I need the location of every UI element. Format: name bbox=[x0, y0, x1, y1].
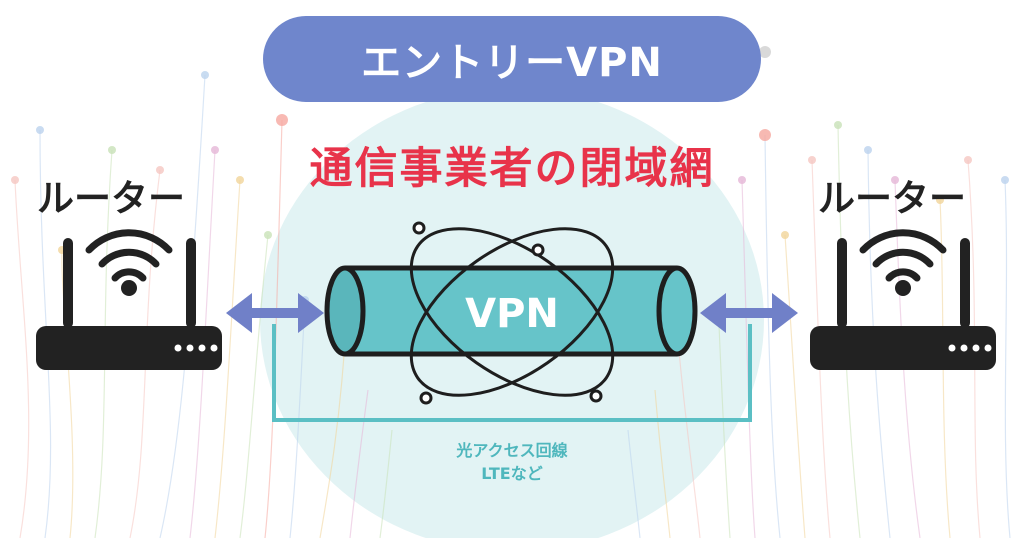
wifi-icon bbox=[859, 229, 947, 282]
double-arrow-icon bbox=[226, 293, 324, 333]
router-icon bbox=[36, 229, 222, 370]
access-line-label: 光アクセス回線 LTEなど bbox=[362, 439, 662, 485]
router-label-right: ルーター bbox=[818, 177, 966, 220]
double-arrow-icon bbox=[700, 293, 798, 333]
wifi-icon bbox=[85, 229, 173, 282]
orbit-icon bbox=[409, 221, 615, 405]
router-label-left: ルーター bbox=[37, 177, 185, 220]
tunnel-label: VPN bbox=[465, 291, 559, 337]
router-icon bbox=[810, 229, 996, 370]
title-text: エントリーVPN bbox=[361, 40, 663, 86]
access-line-label-1: 光アクセス回線 bbox=[456, 441, 568, 460]
access-line bbox=[272, 324, 752, 422]
title-banner: エントリーVPN bbox=[263, 16, 761, 102]
network-label: 通信事業者の閉域網 bbox=[309, 144, 715, 194]
decorative-dots bbox=[11, 46, 1009, 304]
access-line-label-2: LTEなど bbox=[481, 464, 543, 483]
vpn-tunnel bbox=[324, 265, 698, 357]
